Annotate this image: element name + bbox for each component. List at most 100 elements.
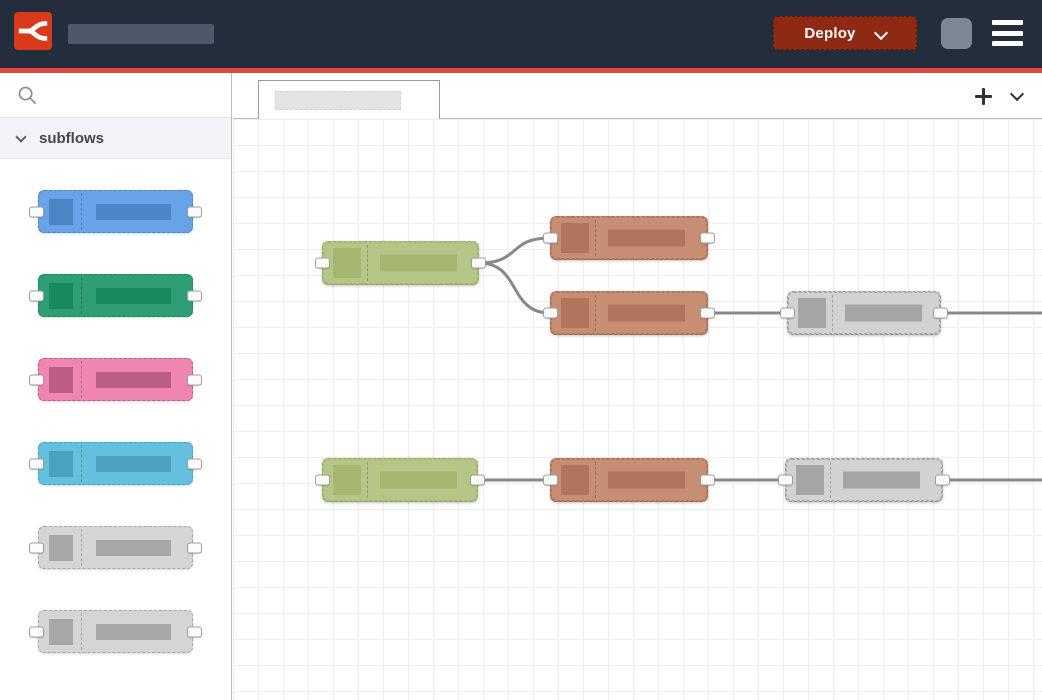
node-body xyxy=(38,610,193,653)
node-input-port[interactable] xyxy=(29,290,44,301)
palette-section-subflows[interactable]: subflows xyxy=(0,117,231,159)
node-icon xyxy=(49,534,73,561)
palette-node-list xyxy=(0,159,231,653)
palette-node-subflow-cyan[interactable] xyxy=(29,442,202,485)
node-body xyxy=(38,190,193,233)
node-separator xyxy=(81,361,82,398)
node-icon xyxy=(49,618,73,645)
user-avatar[interactable] xyxy=(941,18,972,49)
node-separator xyxy=(830,462,831,498)
node-icon xyxy=(333,248,361,278)
node-icon xyxy=(49,366,73,393)
deploy-button[interactable]: Deploy xyxy=(773,16,917,50)
flow-canvas[interactable] xyxy=(233,119,1042,700)
node-output-port[interactable] xyxy=(187,374,202,385)
deploy-label: Deploy xyxy=(804,24,856,42)
palette-node-subflow-green[interactable] xyxy=(29,274,202,317)
node-label-placeholder xyxy=(380,254,457,272)
wire-layer xyxy=(476,236,1042,482)
node-output-port[interactable] xyxy=(187,206,202,217)
flow-node-green-1[interactable] xyxy=(315,241,486,285)
node-input-port[interactable] xyxy=(29,626,44,637)
node-body xyxy=(551,217,707,259)
node-output-port[interactable] xyxy=(700,307,715,319)
palette-node-subflow-blue[interactable] xyxy=(29,190,202,233)
node-body xyxy=(38,358,193,401)
node-body xyxy=(323,242,478,284)
palette-sidebar: subflows xyxy=(0,73,232,700)
search-icon xyxy=(18,86,37,104)
node-output-port[interactable] xyxy=(470,474,485,486)
chevron-down-icon xyxy=(15,131,27,143)
hamburger-icon xyxy=(992,20,1023,25)
node-input-port[interactable] xyxy=(543,232,558,244)
flow-list-button[interactable] xyxy=(1009,86,1025,102)
node-separator xyxy=(832,295,833,331)
node-label-placeholder xyxy=(380,471,457,489)
workspace xyxy=(233,73,1042,700)
node-body xyxy=(323,459,477,501)
node-separator xyxy=(595,462,596,498)
node-input-port[interactable] xyxy=(29,542,44,553)
flow-node-orange-2[interactable] xyxy=(543,291,715,335)
node-separator xyxy=(81,445,82,482)
node-separator xyxy=(81,613,82,650)
node-icon xyxy=(561,465,589,495)
header: Deploy xyxy=(0,0,1042,68)
node-output-port[interactable] xyxy=(187,542,202,553)
node-label-placeholder xyxy=(845,304,922,322)
node-output-port[interactable] xyxy=(933,307,948,319)
wire-flow-node-green-1-to-flow-node-orange-1[interactable] xyxy=(477,236,552,265)
node-input-port[interactable] xyxy=(29,374,44,385)
node-input-port[interactable] xyxy=(29,458,44,469)
node-output-port[interactable] xyxy=(187,458,202,469)
palette-node-subflow-gray-2[interactable] xyxy=(29,610,202,653)
node-separator xyxy=(81,193,82,230)
node-output-port[interactable] xyxy=(471,257,486,269)
node-separator xyxy=(595,295,596,331)
flow-node-gray-2[interactable] xyxy=(778,458,950,502)
node-output-port[interactable] xyxy=(935,474,950,486)
node-input-port[interactable] xyxy=(315,474,330,486)
node-separator xyxy=(81,277,82,314)
node-label-placeholder xyxy=(608,229,685,247)
node-label-placeholder xyxy=(608,304,685,322)
node-label-placeholder xyxy=(96,203,171,220)
palette-search[interactable] xyxy=(0,73,231,117)
node-icon xyxy=(333,465,361,495)
flow-node-green-2[interactable] xyxy=(315,458,485,502)
palette-node-subflow-pink[interactable] xyxy=(29,358,202,401)
header-title-placeholder xyxy=(68,24,214,44)
palette-section-label: subflows xyxy=(39,129,105,147)
node-output-port[interactable] xyxy=(187,290,202,301)
node-input-port[interactable] xyxy=(543,307,558,319)
node-body xyxy=(788,292,940,334)
flow-tab-active[interactable] xyxy=(258,80,440,119)
main-menu-button[interactable] xyxy=(992,20,1023,46)
palette-node-subflow-gray-1[interactable] xyxy=(29,526,202,569)
node-input-port[interactable] xyxy=(780,307,795,319)
node-body xyxy=(38,274,193,317)
node-input-port[interactable] xyxy=(543,474,558,486)
flow-node-orange-1[interactable] xyxy=(543,216,715,260)
chevron-down-icon xyxy=(1009,86,1025,102)
node-label-placeholder xyxy=(843,471,920,489)
node-red-logo-icon xyxy=(14,12,52,50)
flow-node-orange-3[interactable] xyxy=(543,458,715,502)
node-input-port[interactable] xyxy=(315,257,330,269)
flow-tab-bar xyxy=(233,73,1042,119)
node-body xyxy=(786,459,942,501)
node-label-placeholder xyxy=(96,371,171,388)
flow-node-gray-1[interactable] xyxy=(780,291,948,335)
node-label-placeholder xyxy=(96,455,171,472)
wire-flow-node-green-1-to-flow-node-orange-2[interactable] xyxy=(477,261,552,315)
node-output-port[interactable] xyxy=(700,474,715,486)
node-input-port[interactable] xyxy=(29,206,44,217)
node-icon xyxy=(49,282,73,309)
add-flow-button[interactable] xyxy=(975,87,992,105)
node-body xyxy=(38,526,193,569)
node-input-port[interactable] xyxy=(778,474,793,486)
node-output-port[interactable] xyxy=(187,626,202,637)
node-icon xyxy=(561,223,589,253)
node-output-port[interactable] xyxy=(700,232,715,244)
